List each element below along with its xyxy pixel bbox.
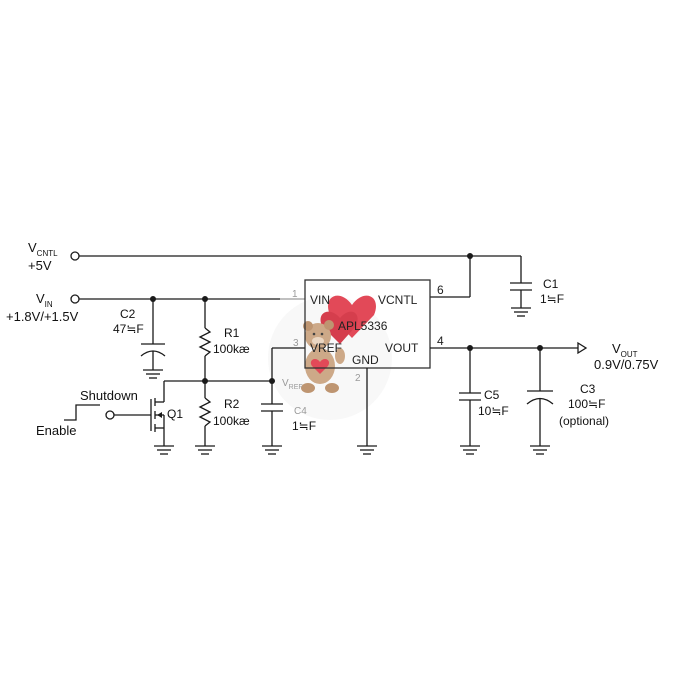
ic-pin-gnd: GND bbox=[352, 353, 379, 367]
c3-note: (optional) bbox=[559, 414, 609, 428]
vin-rail bbox=[70, 294, 305, 304]
r1-name: R1 bbox=[224, 326, 240, 340]
pin-number-3: 3 bbox=[293, 338, 299, 349]
pin-number-6: 6 bbox=[437, 283, 444, 297]
resistor-r2 bbox=[195, 381, 215, 455]
ic-ground bbox=[357, 368, 377, 455]
enable-label: Enable bbox=[36, 423, 76, 438]
c5-value: 10≒F bbox=[478, 404, 509, 418]
r1-value: 100kæ bbox=[213, 342, 250, 356]
vin-label: VIN bbox=[36, 291, 53, 309]
shutdown-label: Shutdown bbox=[80, 388, 138, 403]
vref-net bbox=[164, 347, 305, 404]
pin-number-2: 2 bbox=[355, 373, 361, 384]
resistor-r1 bbox=[198, 299, 212, 381]
vout-label: VOUT bbox=[612, 341, 638, 359]
vcntl-terminal bbox=[70, 251, 80, 261]
r2-value: 100kæ bbox=[213, 414, 250, 428]
capacitor-c2 bbox=[140, 299, 166, 379]
vout-rail bbox=[430, 341, 588, 355]
ic-pin-vin: VIN bbox=[310, 293, 330, 307]
c1-name: C1 bbox=[543, 277, 559, 291]
capacitor-c1 bbox=[510, 282, 532, 317]
capacitor-c4 bbox=[261, 403, 283, 455]
ic-pin-vout: VOUT bbox=[385, 341, 419, 355]
enable-terminal bbox=[105, 410, 115, 420]
vin-terminal bbox=[70, 294, 80, 304]
vcntl-label: VCNTL bbox=[28, 240, 58, 258]
vref-node-label: VREF bbox=[282, 378, 303, 391]
q1-name: Q1 bbox=[167, 407, 183, 421]
c2-value: 47≒F bbox=[113, 322, 144, 336]
c3-name: C3 bbox=[580, 382, 596, 396]
r2-name: R2 bbox=[224, 397, 240, 411]
c4-name: C4 bbox=[294, 406, 307, 417]
teddy-bear-watermark bbox=[268, 295, 392, 420]
ic-part-name: APL5336 bbox=[338, 319, 388, 333]
capacitor-c3 bbox=[526, 348, 554, 455]
c4-value: 1≒F bbox=[292, 419, 316, 433]
pin-number-4: 4 bbox=[437, 334, 444, 348]
vcntl-rail bbox=[70, 251, 522, 298]
mosfet-q1 bbox=[105, 381, 174, 455]
vout-voltage: 0.9V/0.75V bbox=[594, 357, 659, 372]
c2-name: C2 bbox=[120, 307, 136, 321]
ic-pin-vref: VREF bbox=[310, 341, 342, 355]
output-arrow-icon bbox=[577, 341, 588, 355]
c5-name: C5 bbox=[484, 388, 500, 402]
vcntl-voltage: +5V bbox=[28, 258, 52, 273]
pin-number-1: 1 bbox=[292, 289, 298, 300]
c3-value: 100≒F bbox=[568, 397, 605, 411]
capacitor-c5 bbox=[459, 348, 481, 455]
ic-pin-vcntl: VCNTL bbox=[378, 293, 418, 307]
c1-value: 1≒F bbox=[540, 292, 564, 306]
enable-step-symbol bbox=[64, 404, 100, 421]
vin-voltage: +1.8V/+1.5V bbox=[6, 309, 79, 324]
